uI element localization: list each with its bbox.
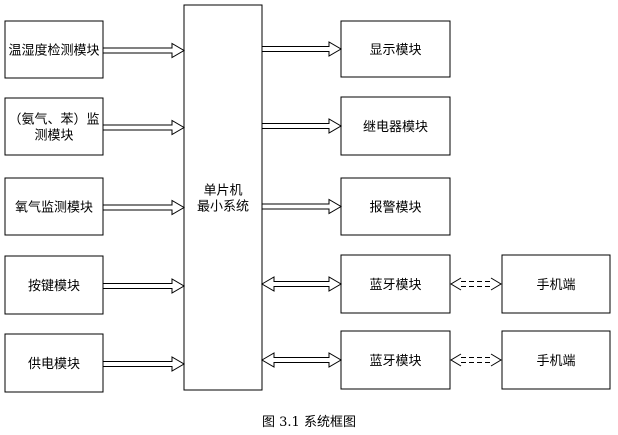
output-arrow-1: [262, 41, 342, 57]
input-module-2: （氨气、苯）监测模块: [4, 97, 104, 156]
output-module-1-label: 显示模块: [369, 43, 421, 58]
input-arrow-4-shape: [103, 278, 185, 294]
input-arrow-2: [103, 119, 185, 136]
output-module-3: 报警模块: [340, 177, 451, 236]
phone-terminal-2: 手机端: [501, 330, 611, 390]
output-arrow-3-shape: [262, 198, 342, 215]
input-arrow-5-shape: [103, 356, 185, 372]
input-module-3-label: 氧气监测模块: [15, 200, 93, 216]
input-module-5-label: 供电模块: [28, 357, 80, 372]
input-module-3: 氧气监测模块: [4, 177, 104, 236]
input-arrow-3-shape: [103, 199, 185, 216]
output-module-4-frame: [340, 254, 451, 314]
figure-caption: 图 3.1 系统框图: [262, 415, 356, 430]
wireless-link-1-shaft: [461, 281, 491, 287]
input-module-3-frame: [4, 177, 104, 236]
output-module-5: 蓝牙模块: [340, 330, 451, 390]
output-module-1-frame: [340, 20, 451, 78]
connection-arrows: [103, 41, 502, 372]
mcu-box-label: 最小系统: [197, 200, 249, 215]
input-arrow-4: [103, 278, 185, 294]
input-module-5: 供电模块: [4, 333, 104, 393]
input-module-2-label: 测模块: [34, 129, 73, 144]
output-module-1: 显示模块: [340, 20, 451, 78]
output-arrow-2: [262, 118, 342, 134]
output-module-5-label: 蓝牙模块: [369, 354, 421, 369]
input-module-4: 按键模块: [4, 255, 104, 315]
output-module-2: 继电器模块: [340, 96, 451, 156]
output-module-3-label: 报警模块: [369, 200, 421, 216]
input-module-4-frame: [4, 255, 104, 315]
output-module-4-label: 蓝牙模块: [369, 278, 421, 293]
input-module-5-frame: [4, 333, 104, 393]
phone-terminal-2-frame: [501, 330, 611, 390]
input-arrow-3: [103, 199, 185, 216]
wireless-link-1-heads: [450, 277, 502, 291]
input-module-2-label: （氨气、苯）监: [8, 112, 99, 128]
bidirectional-arrow-5: [261, 352, 342, 368]
input-arrow-2-shape: [103, 119, 185, 136]
input-module-1: 温湿度检测模块: [4, 20, 104, 79]
bidirectional-arrow-4: [261, 276, 342, 292]
phone-terminal-1-label: 手机端: [536, 278, 575, 293]
input-module-1-label: 温湿度检测模块: [8, 43, 99, 59]
phone-terminal-2-label: 手机端: [536, 354, 575, 369]
input-arrow-5: [103, 356, 185, 372]
phone-terminal-1-frame: [501, 254, 611, 314]
input-module-4-label: 按键模块: [28, 279, 80, 294]
wireless-link-2: [450, 353, 502, 367]
phone-terminal-1: 手机端: [501, 254, 611, 314]
output-arrow-3: [262, 198, 342, 215]
input-arrow-1-shape: [103, 42, 185, 59]
wireless-link-2-heads: [450, 353, 502, 367]
output-module-2-label: 继电器模块: [363, 120, 428, 135]
input-module-2-frame: [4, 97, 104, 156]
wireless-link-2-shaft: [461, 357, 491, 363]
mcu-box-frame: [183, 4, 263, 391]
mcu-box-label: 单片机: [203, 184, 242, 199]
output-arrow-2-shape: [262, 118, 342, 134]
output-module-4: 蓝牙模块: [340, 254, 451, 314]
bidirectional-arrow-4-shape: [261, 276, 342, 292]
output-module-5-frame: [340, 330, 451, 390]
output-arrow-1-shape: [262, 41, 342, 57]
input-module-1-frame: [4, 20, 104, 79]
wireless-link-1: [450, 277, 502, 291]
bidirectional-arrow-5-shape: [261, 352, 342, 368]
input-arrow-1: [103, 42, 185, 59]
